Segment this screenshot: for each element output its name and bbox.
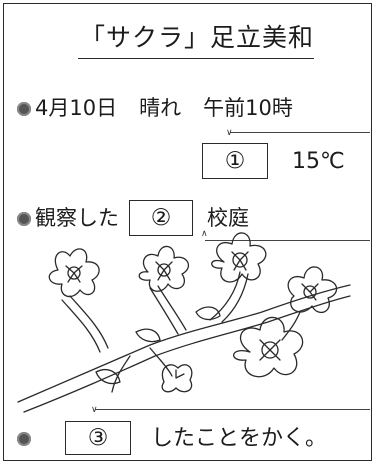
branch-sub-5 (149, 347, 173, 377)
weather-text: 晴れ (139, 96, 182, 120)
temperature-row: ① 15℃ (202, 143, 345, 179)
branch-main (17, 284, 351, 403)
leaf-1 (95, 368, 121, 385)
temperature-text: 15℃ (292, 149, 345, 174)
weather-row: 4月10日晴れ午前10時 (17, 92, 293, 122)
branch-sub-4 (281, 311, 301, 341)
time-text: 午前10時 (203, 96, 293, 120)
leader-line-2 (205, 240, 370, 241)
branch-main-lower (23, 295, 351, 413)
leader-line-1 (230, 132, 370, 133)
observe-row: 観察した ② 校庭 (17, 200, 249, 236)
leader-arrow-icon: ∨ (226, 128, 233, 138)
blossom-3 (211, 232, 267, 283)
blossom-6 (161, 364, 193, 393)
title-underline (78, 58, 314, 59)
leader-arrow-icon: ∧ (201, 229, 208, 239)
blossom-2 (138, 245, 190, 292)
observe-prefix: 観察した (35, 206, 119, 230)
bullet-icon (17, 212, 31, 226)
branch-sub-2 (149, 287, 179, 335)
answer-box-1: ① (202, 143, 268, 179)
bullet-icon (17, 102, 31, 116)
leaf-2 (135, 328, 161, 343)
page-title: 「サクラ」足立美和 (80, 23, 315, 52)
bottom-row: ③ したことをかく。 (17, 420, 327, 455)
leader-line-3 (95, 409, 370, 410)
blossom-5 (233, 316, 304, 378)
blossom-4 (287, 266, 338, 314)
leaf-3 (195, 306, 221, 321)
worksheet-frame (3, 3, 372, 461)
blossom-1 (48, 248, 100, 298)
bullet-icon (17, 432, 31, 446)
branch-sub-1 (61, 299, 101, 353)
answer-box-3: ③ (65, 421, 131, 455)
answer-box-2: ② (129, 200, 193, 236)
leader-arrow-icon: ∨ (91, 405, 98, 415)
place-text: 校庭 (207, 206, 249, 230)
date-text: 4月10日 (35, 96, 118, 120)
instruction-text: したことをかく。 (151, 426, 328, 451)
branch-sub-3 (209, 271, 241, 321)
